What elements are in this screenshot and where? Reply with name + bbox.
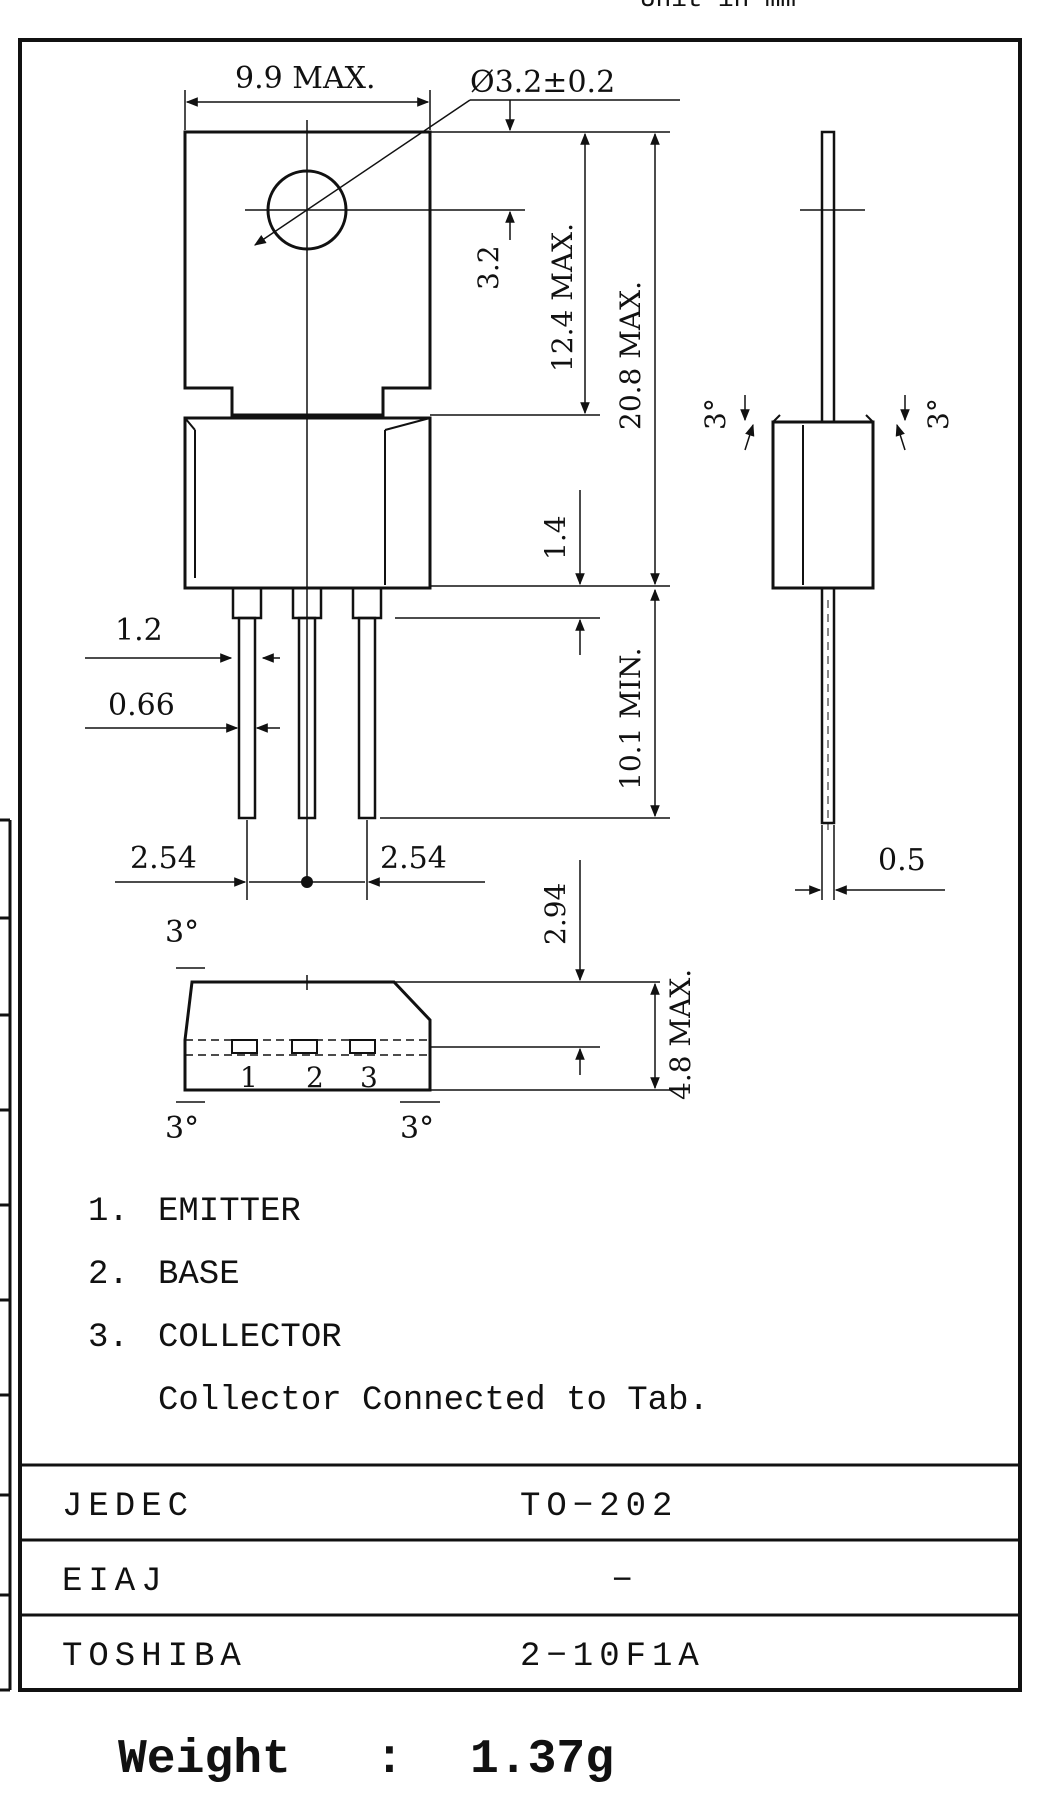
pin-list: 1. EMITTER 2. BASE 3. COLLECTOR Collecto… [88, 1193, 709, 1420]
svg-text:2−10F1A: 2−10F1A [520, 1638, 705, 1676]
svg-text:3.2: 3.2 [472, 245, 505, 290]
svg-text:3°: 3° [400, 1111, 434, 1146]
lead-emitter [231, 586, 263, 620]
svg-text:1.4: 1.4 [539, 515, 572, 560]
svg-text:2: 2 [306, 1061, 324, 1094]
dim-hole-diameter: Ø3.2±0.2 [254, 65, 680, 246]
svg-text:COLLECTOR: COLLECTOR [158, 1319, 342, 1357]
collector-note: Collector Connected to Tab. [158, 1382, 709, 1420]
svg-text:JEDEC: JEDEC [62, 1488, 194, 1526]
unit-caption: Unit in mm [640, 0, 796, 14]
dim-tab-to-body: 1.4 [395, 490, 600, 655]
svg-text:−: − [612, 1563, 632, 1601]
table-row: TOSHIBA 2−10F1A [62, 1638, 705, 1676]
dim-lead-length: 10.1 MIN. [380, 588, 670, 819]
svg-text:4.8 MAX.: 4.8 MAX. [664, 969, 697, 1100]
dim-bottom-angles: 3° 3° 3° [165, 915, 440, 1146]
side-view [771, 130, 875, 830]
svg-text:3°: 3° [922, 398, 955, 430]
svg-text:9.9 MAX.: 9.9 MAX. [235, 61, 376, 96]
svg-text:1.: 1. [88, 1193, 129, 1231]
svg-text:TO−202: TO−202 [520, 1488, 678, 1526]
svg-text::: : [375, 1733, 404, 1787]
svg-text:3°: 3° [165, 1111, 199, 1146]
dim-tab-width: 9.9 MAX. [184, 61, 431, 130]
pin-item: 1. EMITTER [88, 1193, 301, 1231]
weight-line: Weight : 1.37g [118, 1733, 614, 1787]
mounting-tab [183, 130, 432, 417]
svg-text:10.1 MIN.: 10.1 MIN. [614, 647, 647, 790]
svg-text:TOSHIBA: TOSHIBA [62, 1638, 247, 1676]
dim-lead-width-top: 1.2 [85, 613, 280, 663]
dim-tab-height: 12.4 MAX. [430, 132, 600, 416]
svg-text:EIAJ: EIAJ [62, 1563, 168, 1601]
svg-text:3°: 3° [699, 398, 732, 430]
dim-side-angles: 3° 3° [699, 395, 955, 451]
pin-item: 3. COLLECTOR [88, 1319, 342, 1357]
dim-lead-width: 0.66 [85, 688, 280, 733]
dim-bottom-thickness: 4.8 MAX. [430, 969, 697, 1100]
svg-text:BASE: BASE [158, 1256, 240, 1294]
svg-text:20.8 MAX.: 20.8 MAX. [614, 281, 647, 430]
pin-item: 2. BASE [88, 1256, 240, 1294]
svg-text:1.2: 1.2 [115, 613, 163, 648]
svg-text:2.94: 2.94 [539, 883, 572, 945]
svg-text:2.: 2. [88, 1256, 129, 1294]
svg-text:EMITTER: EMITTER [158, 1193, 301, 1231]
svg-text:3°: 3° [165, 915, 199, 950]
dim-lead-thickness: 0.5 [795, 825, 945, 900]
left-page-fragment [0, 818, 12, 1692]
table-row: JEDEC TO−202 [62, 1488, 678, 1526]
dim-bottom-offset: 2.94 [395, 860, 660, 1075]
svg-text:0.66: 0.66 [108, 688, 175, 723]
svg-text:0.5: 0.5 [878, 843, 926, 878]
svg-text:2.54: 2.54 [380, 841, 447, 876]
svg-text:1.37g: 1.37g [470, 1733, 614, 1787]
table-row: EIAJ − [62, 1563, 632, 1601]
svg-text:3: 3 [360, 1061, 378, 1094]
front-view [183, 120, 525, 880]
svg-text:Weight: Weight [118, 1733, 291, 1787]
bottom-pin-numbers: 1 2 3 [240, 1061, 378, 1094]
svg-text:12.4 MAX.: 12.4 MAX. [546, 223, 579, 372]
svg-text:1: 1 [240, 1061, 258, 1094]
svg-text:2.54: 2.54 [130, 841, 197, 876]
svg-text:3.: 3. [88, 1319, 129, 1357]
lead-collector [351, 586, 383, 620]
dim-hole-center: 3.2 [430, 100, 600, 290]
svg-text:Ø3.2±0.2: Ø3.2±0.2 [470, 65, 615, 100]
drawing-frame [18, 38, 1022, 1692]
package-table: JEDEC TO−202 EIAJ − TOSHIBA 2−10F1A [20, 1463, 1020, 1676]
dim-body-height: 20.8 MAX. [430, 131, 670, 587]
dim-pitch: 2.54 2.54 [115, 820, 485, 900]
